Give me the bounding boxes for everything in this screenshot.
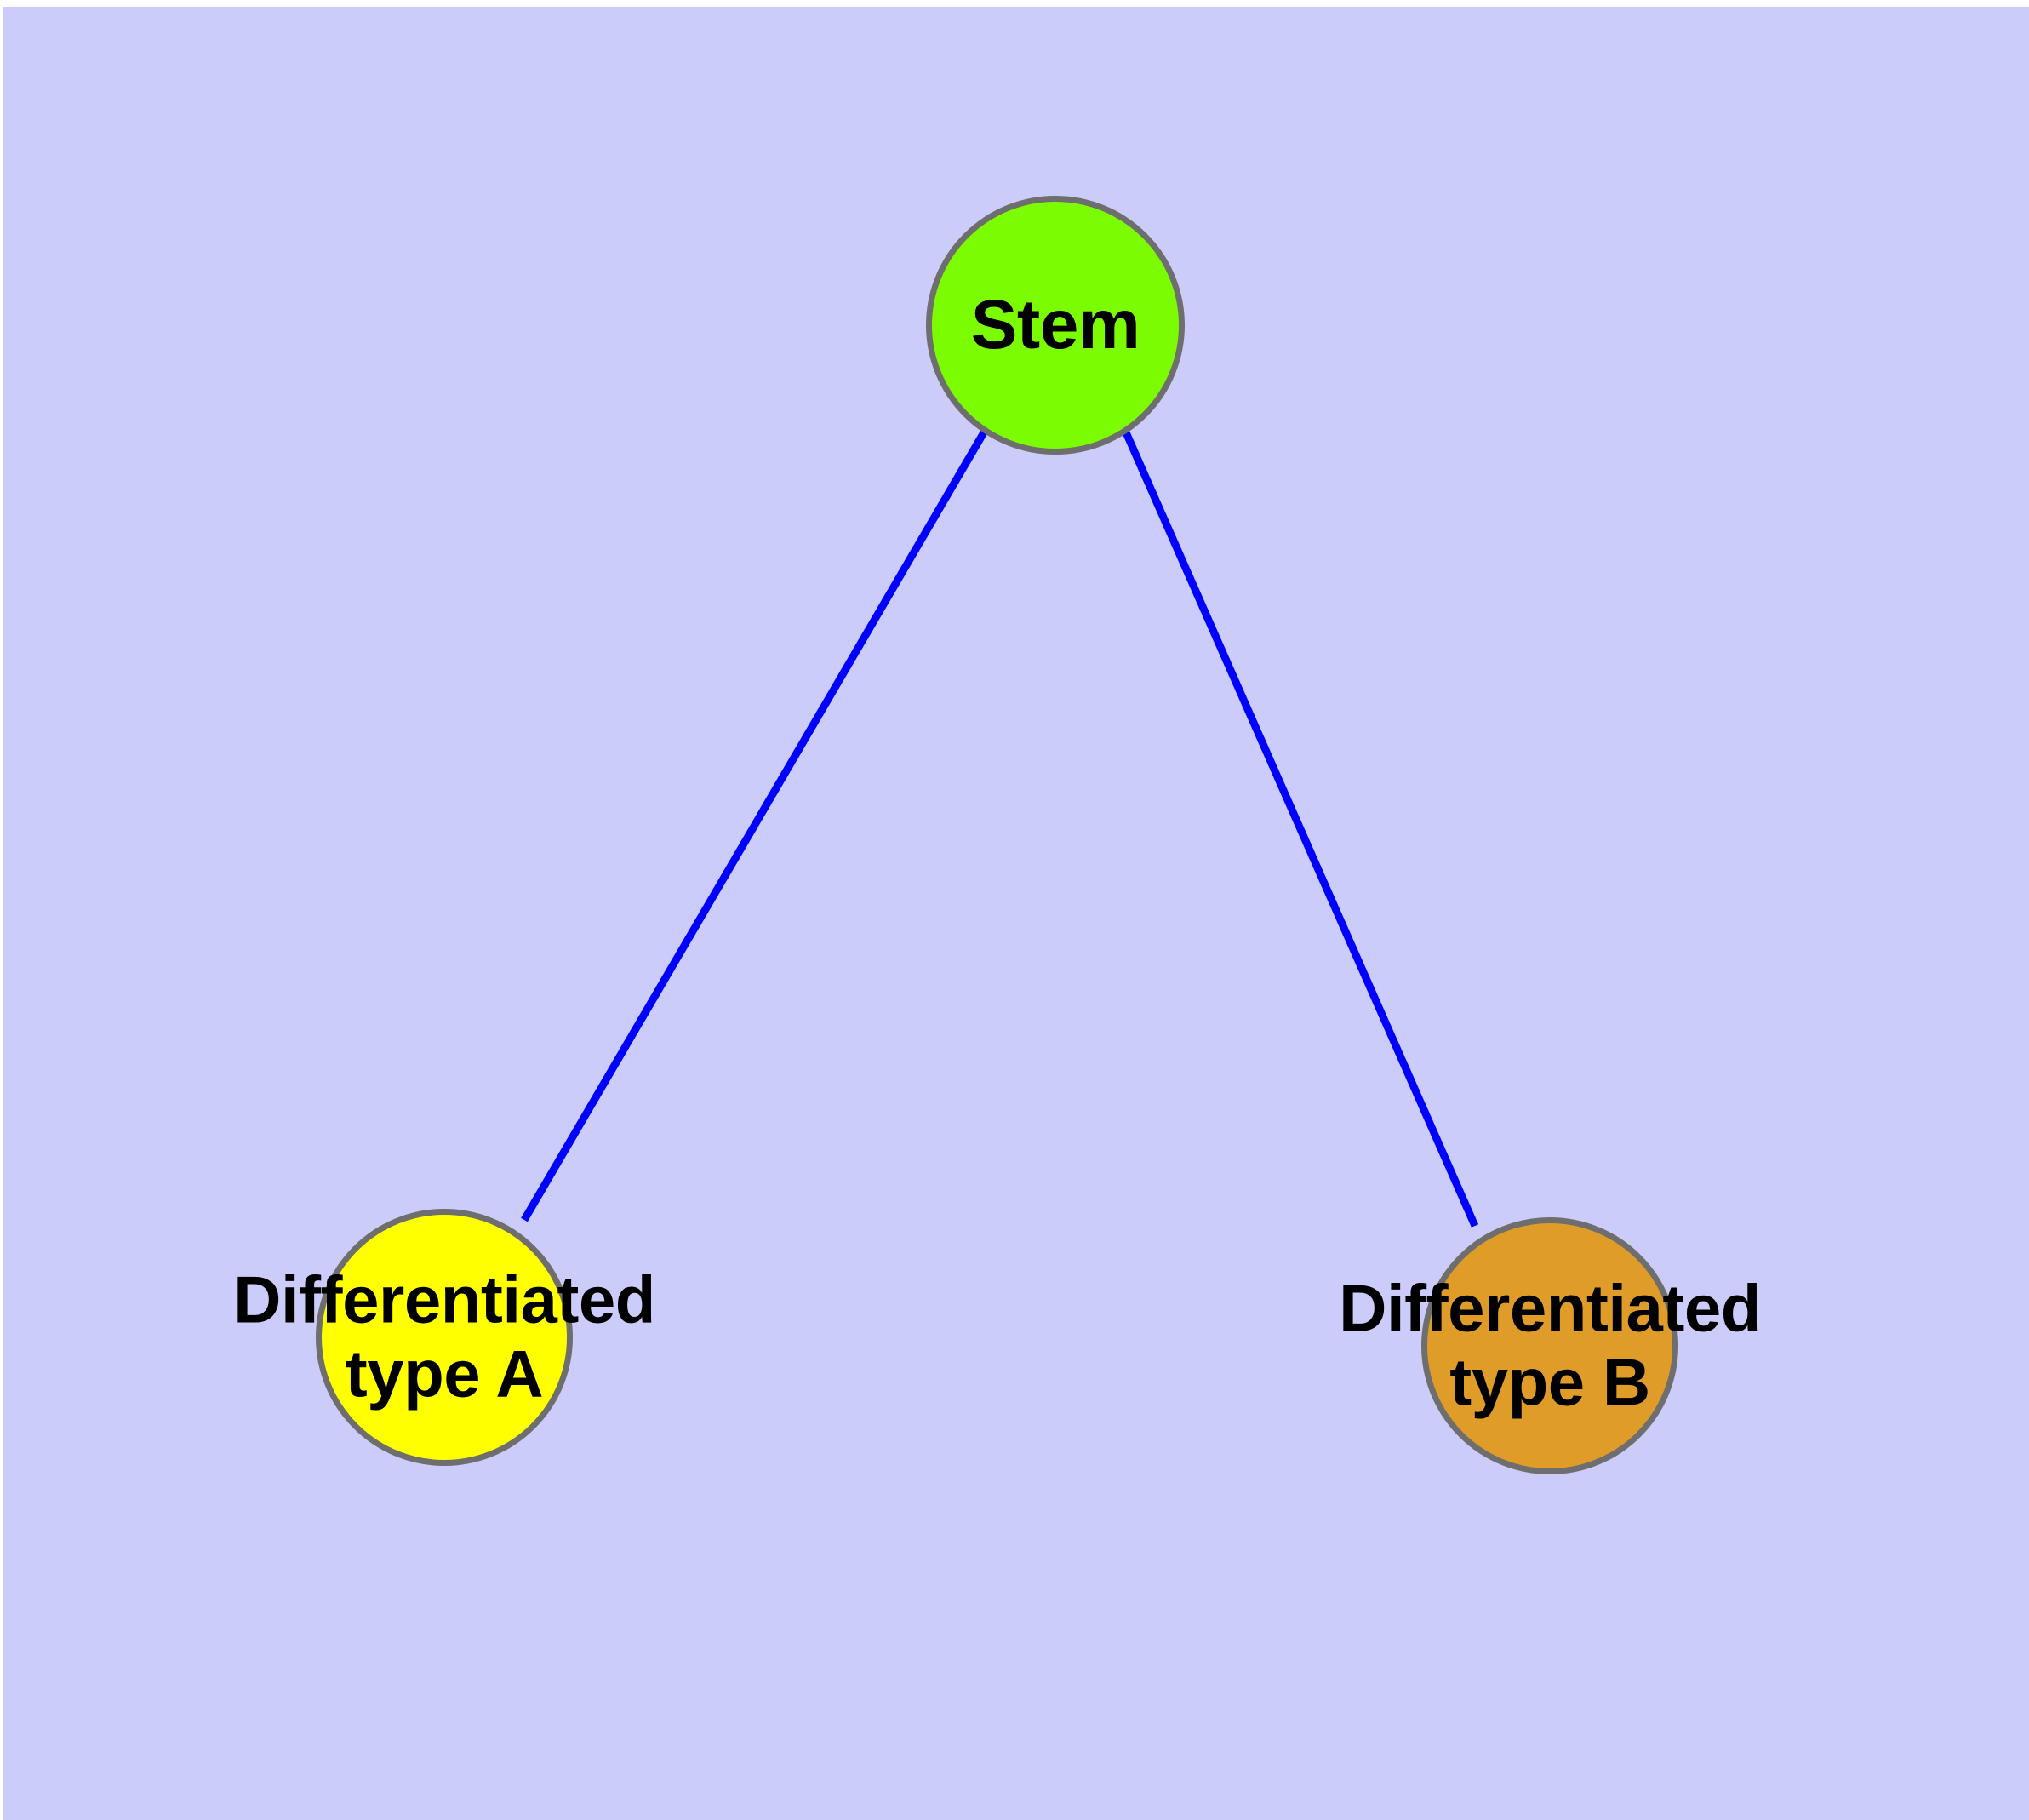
node-differentiated-type-b-label: Differentiated type B bbox=[1339, 1270, 1761, 1420]
edge-stem-to-differentiated-type-a bbox=[521, 430, 987, 1222]
node-differentiated-type-a-label: Differentiated type A bbox=[233, 1262, 655, 1411]
node-stem-label: Stem bbox=[970, 286, 1140, 364]
node-differentiated-type-a[interactable]: Differentiated type A bbox=[233, 1209, 655, 1466]
node-differentiated-type-b[interactable]: Differentiated type B bbox=[1339, 1217, 1761, 1474]
node-stem[interactable]: Stem bbox=[926, 196, 1185, 455]
edge-stem-to-differentiated-type-b bbox=[1122, 431, 1479, 1228]
